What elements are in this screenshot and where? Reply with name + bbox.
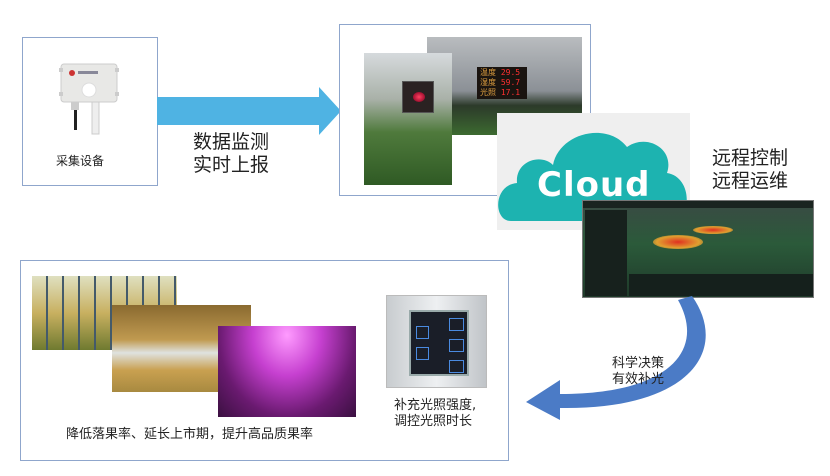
sensor-box: 采集设备	[22, 37, 158, 186]
purple-led-greenhouse-photo	[218, 326, 356, 417]
panel-button[interactable]	[449, 360, 464, 373]
panel-button[interactable]	[449, 318, 464, 331]
panel-button[interactable]	[449, 339, 464, 352]
remote-label: 远程控制 远程运维	[712, 147, 789, 192]
upload-label: 数据监测 实时上报	[193, 131, 270, 176]
led-display-board: 温度 29.5 湿度 59.7 光照 17.1	[477, 67, 527, 99]
cloud-label: Cloud	[537, 165, 651, 205]
light-control-panel	[386, 295, 487, 388]
sensor-in-greenhouse-photo	[364, 53, 452, 185]
sensor-label: 采集设备	[56, 154, 105, 168]
panel-button[interactable]	[416, 347, 429, 360]
dashboard-screenshot	[582, 200, 814, 298]
decision-arrow	[526, 296, 706, 420]
decision-label: 科学决策 有效补光	[612, 356, 665, 387]
panel-button[interactable]	[416, 326, 429, 339]
benefit-text: 降低落果率、延长上市期，提升高品质果率	[66, 427, 314, 442]
sensor-device-image	[59, 63, 119, 135]
panel-caption: 补充光照强度, 调控光照时长	[394, 398, 477, 429]
cloud-icon	[498, 132, 687, 221]
upload-arrow	[157, 87, 341, 135]
